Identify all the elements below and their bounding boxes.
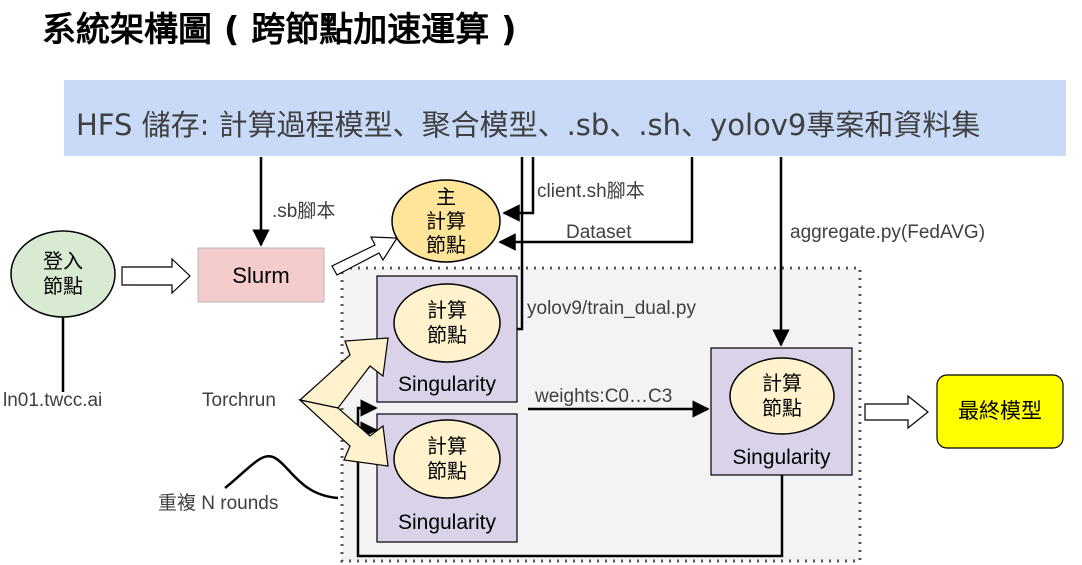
login-to-slurm-arrow bbox=[121, 257, 191, 295]
worker-1-node-shape bbox=[393, 283, 501, 363]
aggregator-node-shape bbox=[729, 357, 835, 435]
worker-1-singularity-label: Singularity bbox=[397, 373, 497, 396]
diagram-title: 系統架構圖 ( 跨節點加速運算 ) bbox=[42, 10, 517, 50]
master-node-shape bbox=[391, 179, 501, 263]
login-node-label: 登入 節點 bbox=[43, 249, 83, 298]
dataset-label: Dataset bbox=[566, 222, 632, 243]
sb-script-label: .sb腳本 bbox=[272, 201, 336, 222]
aggregate-label: aggregate.py(FedAVG) bbox=[790, 222, 986, 243]
dataset-edge bbox=[498, 157, 694, 251]
worker-2-node-shape bbox=[393, 419, 501, 499]
worker-2-node-label: 計算 節點 bbox=[427, 434, 467, 483]
final-model-label: 最終模型 bbox=[958, 399, 1042, 423]
client-script-label: client.sh腳本 bbox=[537, 181, 645, 202]
master-node-label: 主 計算 節點 bbox=[426, 185, 466, 257]
loop-branch-edge bbox=[356, 399, 378, 430]
aggregator-to-final-arrow bbox=[864, 394, 929, 430]
aggregator-node-label: 計算 節點 bbox=[762, 371, 802, 420]
client-script-edge bbox=[502, 157, 535, 222]
torchrun-label: Torchrun bbox=[202, 390, 276, 411]
slurm-label: Slurm bbox=[232, 262, 290, 288]
worker-1-node-label: 計算 節點 bbox=[427, 298, 467, 347]
repeat-curve bbox=[224, 455, 339, 500]
slurm-to-master-arrow bbox=[331, 236, 399, 276]
final-model-shape bbox=[936, 374, 1064, 449]
worker-2-singularity-label: Singularity bbox=[397, 511, 497, 534]
train-script-label: yolov9/train_dual.py bbox=[527, 298, 696, 319]
repeat-rounds-label: 重複 N rounds bbox=[158, 493, 279, 514]
hfs-storage-label: HFS 儲存: 計算過程模型、聚合模型、.sb、.sh、yolov9專案和資料集 bbox=[76, 108, 981, 142]
torchrun-arrow-upper bbox=[298, 337, 389, 409]
slurm-box-shape bbox=[197, 247, 325, 303]
torchrun-arrow-lower bbox=[297, 398, 389, 467]
hfs-storage-bar bbox=[64, 80, 1066, 156]
weights-label: weights:C0…C3 bbox=[535, 386, 673, 407]
aggregator-singularity-label: Singularity bbox=[732, 446, 831, 469]
login-host-label: ln01.twcc.ai bbox=[3, 390, 103, 411]
